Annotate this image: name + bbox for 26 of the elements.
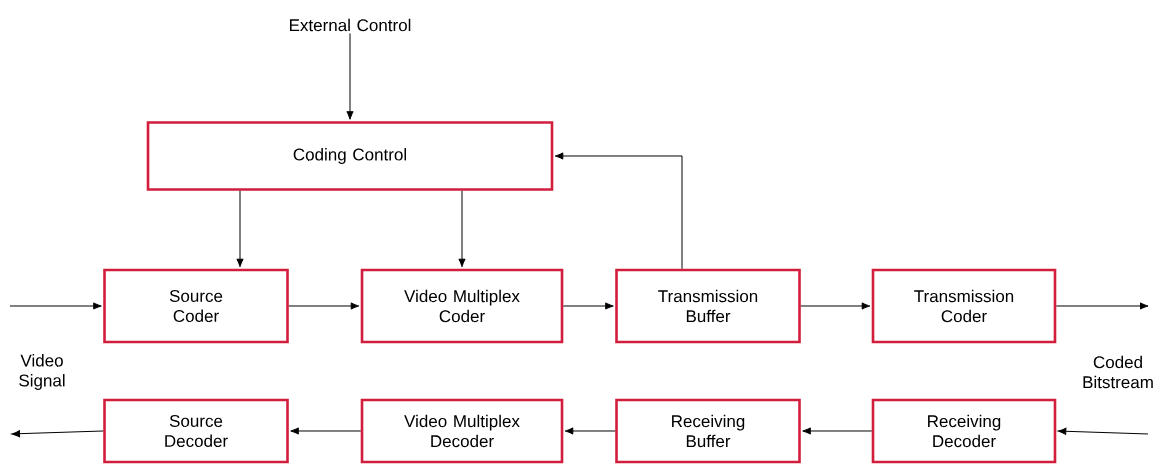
arrow (346, 32, 354, 120)
arrow (288, 302, 360, 310)
process-box: Coding Control (146, 121, 554, 191)
arrow (564, 427, 616, 435)
arrow (800, 302, 871, 310)
text-label: Video Signal (19, 354, 65, 390)
arrow (11, 430, 104, 438)
process-box: Video Multiplex Decoder (360, 398, 564, 464)
process-box: Receiving Buffer (615, 398, 801, 464)
text-label: Coded Bitstream (1083, 355, 1153, 389)
process-box: Source Coder (103, 268, 289, 344)
arrow (290, 427, 362, 435)
process-box: Source Decoder (103, 398, 289, 464)
arrow (554, 152, 683, 270)
arrow (1055, 302, 1149, 310)
arrow (236, 190, 244, 268)
process-box: Receiving Decoder (871, 398, 1057, 464)
input-label: External Control (290, 18, 411, 32)
arrow (562, 302, 614, 310)
process-box: Transmission Buffer (615, 268, 801, 344)
arrow (458, 190, 466, 268)
arrow (9, 302, 102, 310)
process-box: Video Multiplex Coder (360, 268, 564, 344)
arrow (802, 427, 873, 435)
arrow (1057, 427, 1149, 435)
process-box: Transmission Coder (871, 268, 1057, 344)
